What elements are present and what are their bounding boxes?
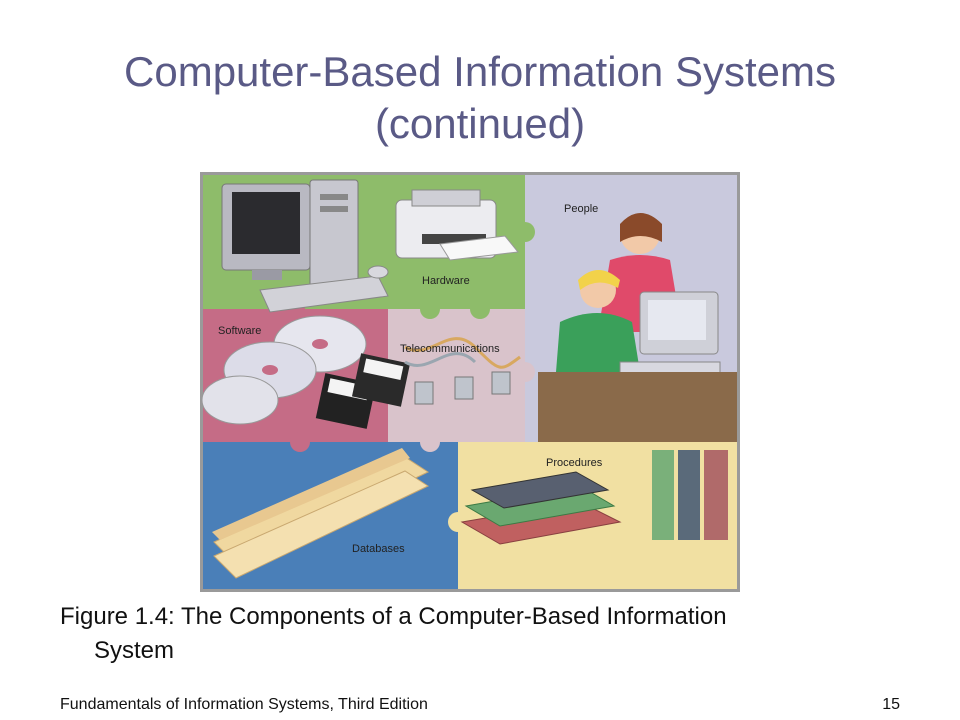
puzzle-knob bbox=[515, 362, 535, 382]
people-label: People bbox=[564, 203, 598, 215]
puzzle-knob bbox=[420, 432, 440, 452]
slide-title: Computer-Based Information Systems (cont… bbox=[40, 46, 920, 150]
figure-caption: Figure 1.4: The Components of a Computer… bbox=[60, 600, 900, 668]
page-number: 15 bbox=[882, 696, 900, 713]
title-line-2: (continued) bbox=[374, 100, 586, 147]
footer-text: Fundamentals of Information Systems, Thi… bbox=[60, 696, 428, 713]
procedures-label: Procedures bbox=[546, 457, 603, 469]
telecom-illustration bbox=[404, 337, 521, 405]
software-illustration bbox=[201, 315, 411, 429]
telecommunications-label: Telecommunications bbox=[400, 343, 500, 355]
procedures-illustration bbox=[460, 450, 728, 545]
people-illustration bbox=[538, 213, 737, 442]
components-figure: Hardware Software Telecommunications bbox=[200, 172, 740, 592]
puzzle-knob bbox=[515, 222, 535, 242]
caption-line-2: System bbox=[94, 637, 175, 664]
puzzle-illustration: Hardware Software Telecommunications bbox=[200, 172, 740, 592]
puzzle-knob bbox=[420, 299, 440, 319]
puzzle-knob bbox=[448, 512, 468, 532]
caption-line-1: Figure 1.4: The Components of a Computer… bbox=[60, 603, 727, 630]
title-line-1: Computer-Based Information Systems bbox=[124, 48, 836, 95]
printer-illustration bbox=[395, 189, 519, 261]
databases-label: Databases bbox=[352, 543, 405, 555]
software-label: Software bbox=[218, 325, 261, 337]
computer-illustration bbox=[221, 179, 389, 313]
puzzle-knob bbox=[290, 432, 310, 452]
hardware-label: Hardware bbox=[422, 275, 470, 287]
puzzle-knob bbox=[470, 299, 490, 319]
databases-illustration bbox=[212, 448, 430, 579]
